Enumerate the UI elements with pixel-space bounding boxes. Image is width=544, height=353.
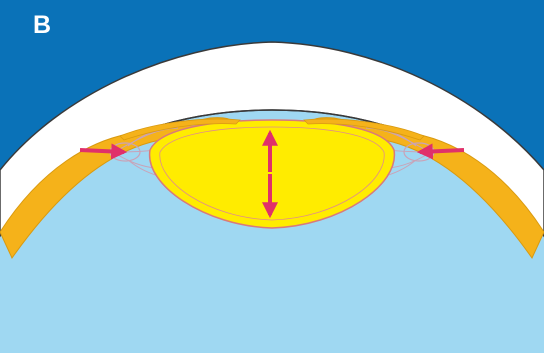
panel-label: B: [33, 13, 51, 38]
arrow-inward-left: [80, 150, 124, 152]
arrow-inward-right: [420, 150, 464, 152]
